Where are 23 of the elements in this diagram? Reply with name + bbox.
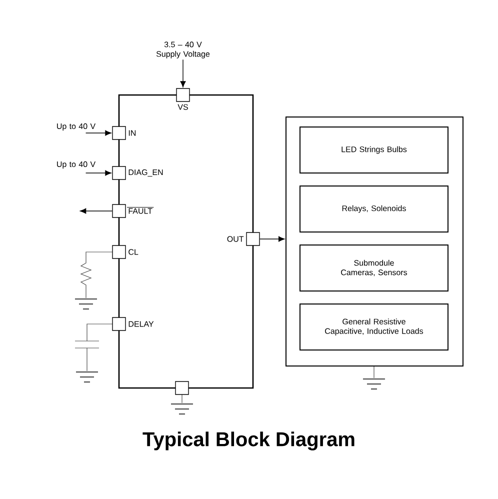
arrow bbox=[260, 236, 285, 242]
voltage-label: 3.5 – 40 V Supply Voltage bbox=[156, 42, 210, 58]
arrow bbox=[85, 170, 112, 176]
load-box: Submodule Cameras, Sensors bbox=[300, 244, 448, 292]
pin-label: OUT bbox=[227, 236, 244, 242]
load-group-box bbox=[286, 116, 464, 366]
pin-square bbox=[175, 381, 189, 395]
pin-label: IN bbox=[128, 130, 136, 136]
pin-label: DELAY bbox=[128, 321, 154, 327]
voltage-label: Up to 40 V bbox=[57, 161, 96, 169]
title: Typical Block Diagram bbox=[142, 432, 354, 450]
pin-label: CL bbox=[128, 249, 138, 255]
load-box: LED Strings Bulbs bbox=[300, 126, 448, 174]
pin-label: DIAG_EN bbox=[128, 169, 163, 177]
arrow bbox=[80, 208, 112, 214]
device-block bbox=[118, 94, 254, 389]
voltage-label: Up to 40 V bbox=[57, 123, 96, 131]
load-box: General Resistive Capacitive, Inductive Loads bbox=[300, 304, 448, 350]
load-box: Relays, Solenoids bbox=[300, 186, 448, 232]
pin-label: FAULT bbox=[126, 207, 154, 214]
arrow bbox=[180, 59, 186, 88]
arrow bbox=[85, 130, 112, 136]
pin-label: VS bbox=[178, 104, 188, 110]
